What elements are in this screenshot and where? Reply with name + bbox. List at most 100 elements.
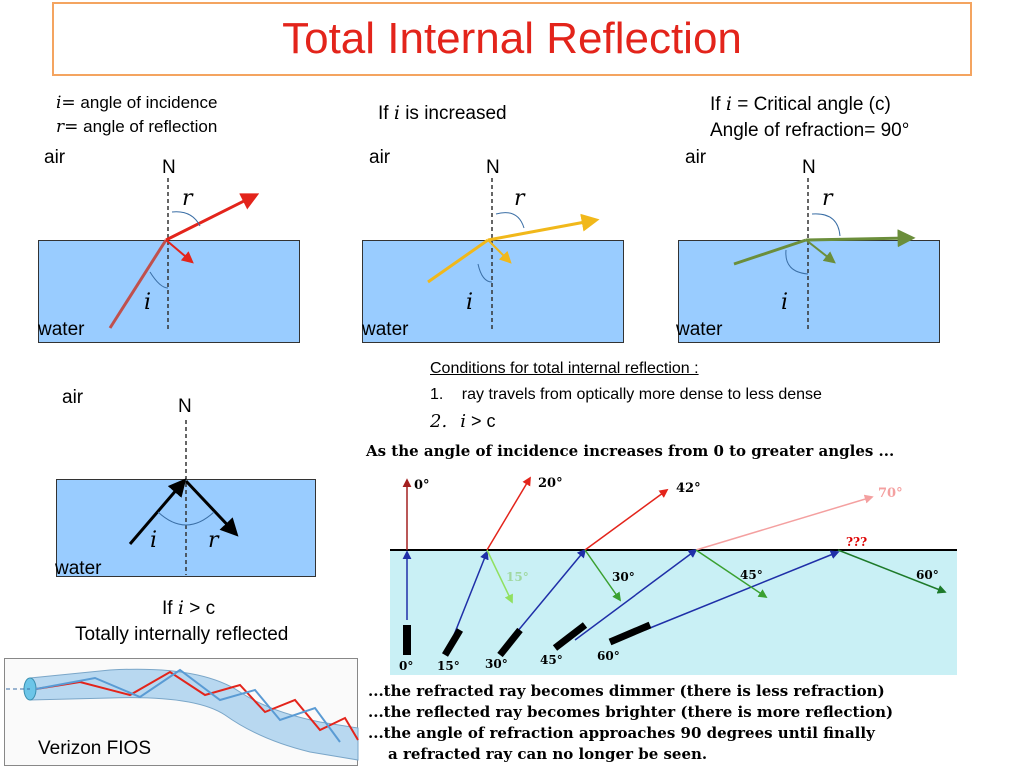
panel1-r-label: r	[182, 186, 193, 211]
reflected-label-15: 15°	[506, 570, 529, 584]
panel2-reflected-ray	[487, 239, 512, 264]
refracted-label-0: 0°	[414, 478, 430, 493]
legend-r: r= angle of reflection	[56, 117, 217, 137]
lower-note-2: ...the reflected ray becomes brighter (t…	[368, 703, 894, 721]
panel1-reflected-ray	[165, 239, 194, 264]
incident-ray-30	[511, 548, 587, 639]
incidence-label-30: 30°	[485, 657, 508, 671]
page-title: Total Internal Reflection	[282, 14, 742, 63]
lower-note-1: ...the refracted ray becomes dimmer (the…	[368, 682, 885, 700]
conditions-item-1: 1. ray travels from optically more dense…	[430, 386, 822, 404]
incidence-label-45: 45°	[540, 653, 563, 667]
title-frame	[52, 2, 972, 76]
lower-water-area	[390, 550, 957, 675]
reflected-ray-15	[486, 549, 513, 604]
panel4-rays	[128, 420, 239, 575]
panel2-angle-i-arc	[477, 263, 493, 283]
panel2-caption-symbol: i	[393, 102, 400, 124]
panel3-caption-pre: If	[710, 94, 721, 115]
panel1-refracted-ray	[165, 193, 260, 242]
panel1-angle-i-arc	[149, 271, 169, 289]
conditions-item-2-symbol: i	[460, 411, 466, 432]
incidence-label-0: 0°	[399, 659, 414, 673]
panel1-incident-ray	[108, 239, 168, 329]
panel2-caption-post: is increased	[405, 103, 507, 124]
refracted-label-42: 42°	[676, 481, 701, 496]
refracted-ray-20	[486, 476, 531, 551]
conditions-item-2-number: 2.	[430, 411, 448, 432]
panel3-refracted-ray	[805, 229, 916, 248]
panel4-r-label: r	[208, 528, 219, 553]
panel3-reflected-ray	[805, 239, 836, 264]
lower-note-3: ...the angle of refraction approaches 90…	[368, 724, 875, 742]
panel4-caption-symbol: i	[177, 597, 184, 619]
panel3-angle-r-arc	[811, 213, 841, 237]
panel3-caption-post: = Critical angle (c)	[737, 94, 891, 115]
light-source-0	[403, 625, 411, 655]
lower-diagram	[390, 476, 957, 658]
panel3-i-label: i	[781, 290, 789, 315]
panel4-caption-post: c	[205, 598, 216, 619]
panel1-air-label: air	[44, 147, 66, 168]
reflected-label-45: 45°	[740, 568, 763, 582]
panel4-caption-line1: If i > c	[162, 597, 215, 620]
light-source-30	[497, 627, 523, 658]
legend-i: i= angle of incidence	[56, 93, 217, 113]
reflected-ray-60	[837, 549, 947, 594]
panel4-angle-arc	[157, 511, 215, 526]
conditions-heading: Conditions for total internal reflection…	[430, 360, 699, 377]
fiber-illustration	[6, 668, 359, 761]
refracted-ray-42	[584, 488, 669, 551]
panel2-angle-r-arc	[495, 212, 525, 229]
reflected-ray-45	[695, 549, 768, 599]
panel3-caption-line1: If i = Critical angle (c)	[710, 93, 891, 116]
light-source-15	[441, 628, 464, 657]
fiber-label: Verizon FIOS	[38, 738, 151, 759]
panel4-reflected-ray	[184, 479, 239, 537]
panel4-i-label: i	[150, 528, 158, 553]
panel4-water-label: water	[55, 558, 102, 579]
fiber-blue-ray	[35, 668, 341, 743]
panel4-incident-ray	[128, 478, 187, 545]
panel1-i-label: i	[144, 290, 152, 315]
panel3-water-block	[678, 240, 940, 343]
panel3-incident-ray	[733, 238, 807, 266]
panel2-caption-pre: If	[378, 103, 389, 124]
unknown-angle-label: ???	[846, 535, 868, 549]
fiber-cable	[29, 668, 359, 761]
panel4-caption-line2: Totally internally reflected	[75, 624, 289, 645]
panel2-rays	[427, 178, 600, 330]
conditions-item-2-op: >	[470, 411, 482, 431]
panel2-r-label: r	[514, 186, 525, 211]
incident-ray-60	[644, 550, 840, 631]
lower-diagram-heading: As the angle of incidence increases from…	[366, 442, 895, 460]
panel2-air-label: air	[369, 147, 391, 168]
conditions-item-2: 2. i > c	[430, 411, 496, 432]
reflected-ray-30	[584, 549, 622, 602]
legend-i-symbol: i=	[56, 93, 76, 113]
incident-ray-15	[451, 550, 489, 641]
panel2-incident-ray	[427, 238, 489, 284]
panel4-caption-pre: If	[162, 598, 173, 619]
panel2-caption: If i is increased	[378, 102, 507, 125]
conditions-item-1-text: ray travels from optically more dense to…	[461, 386, 822, 403]
panel4-normal-label: N	[178, 396, 192, 417]
panel3-caption-symbol: i	[725, 93, 732, 115]
panel4-air-label: air	[62, 387, 84, 408]
conditions-item-2-post: c	[486, 411, 496, 431]
panel1-water-block	[38, 240, 300, 343]
refracted-label-70: 70°	[878, 486, 903, 501]
panel1-rays	[108, 178, 260, 330]
panel2-water-label: water	[362, 319, 409, 340]
light-source-45	[552, 622, 588, 651]
lower-note-4: a refracted ray can no longer be seen.	[388, 745, 708, 763]
legend-r-text: angle of reflection	[83, 117, 218, 136]
incident-ray-45	[574, 548, 698, 641]
legend-i-text: angle of incidence	[80, 93, 218, 112]
panel3-rays	[733, 178, 916, 330]
panel1-angle-r-arc	[171, 211, 201, 227]
light-source-60	[608, 621, 652, 646]
legend-r-symbol: r=	[56, 117, 79, 137]
refracted-label-20: 20°	[538, 476, 563, 491]
